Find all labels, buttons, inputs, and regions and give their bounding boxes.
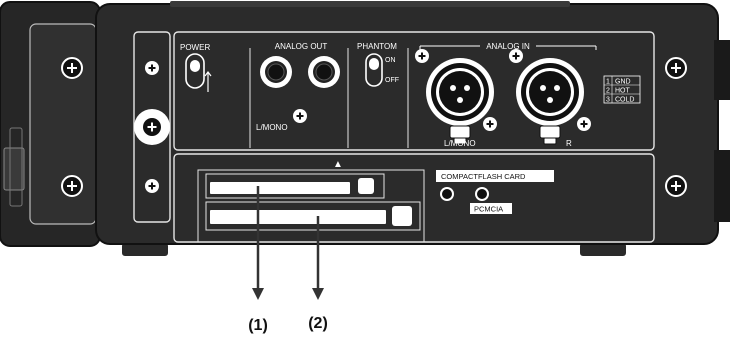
lmono-out-label: L/MONO bbox=[256, 123, 288, 132]
connector-panel bbox=[173, 31, 655, 151]
callout-arrow-1 bbox=[252, 186, 264, 300]
main-housing bbox=[95, 1, 730, 245]
analog-out-label: ANALOG OUT bbox=[275, 42, 328, 51]
screw bbox=[145, 179, 159, 193]
compactflash-slot[interactable] bbox=[210, 182, 350, 194]
analog-out-jack-left[interactable] bbox=[260, 56, 292, 88]
screw bbox=[61, 175, 83, 197]
screw bbox=[577, 117, 591, 131]
right-bracket bbox=[714, 40, 730, 100]
side-bracket bbox=[9, 127, 23, 207]
pin-name: GND bbox=[615, 79, 631, 86]
slot-frame bbox=[197, 169, 425, 243]
screw bbox=[665, 57, 687, 79]
screw bbox=[665, 175, 687, 197]
pin-name: HOT bbox=[615, 88, 631, 95]
analog-out-jack-right[interactable] bbox=[308, 56, 340, 88]
left-side-plate bbox=[29, 23, 97, 225]
xlr-latch-left[interactable] bbox=[449, 125, 471, 145]
compactflash-eject-button[interactable] bbox=[358, 178, 374, 194]
screw bbox=[145, 61, 159, 75]
phantom-switch[interactable] bbox=[365, 53, 383, 87]
screw bbox=[509, 49, 523, 63]
pin-name: COLD bbox=[615, 97, 634, 104]
screw bbox=[134, 109, 170, 145]
compactflash-led bbox=[440, 187, 454, 201]
xlr-latch-right[interactable] bbox=[539, 125, 561, 145]
r-label: R bbox=[566, 139, 572, 148]
eject-marker: ▲ bbox=[333, 159, 343, 170]
phantom-label: PHANTOM bbox=[357, 42, 397, 51]
lmono-in-label: L/MONO bbox=[444, 139, 476, 148]
pcmcia-eject-button[interactable] bbox=[392, 206, 412, 226]
pcmcia-label: PCMCIA bbox=[474, 205, 503, 214]
compactflash-label: COMPACTFLASH CARD bbox=[441, 172, 526, 181]
screws bbox=[61, 49, 687, 197]
screw bbox=[483, 117, 497, 131]
screw bbox=[415, 49, 429, 63]
phantom-on-label: ON bbox=[385, 57, 396, 64]
pin-table: 1 GND 2 HOT 3 COLD bbox=[603, 75, 641, 104]
analog-in-label: ANALOG IN bbox=[486, 42, 530, 51]
pcmcia-slot[interactable] bbox=[210, 210, 386, 224]
compactflash-label-box bbox=[436, 170, 554, 182]
left-side-unit bbox=[0, 1, 101, 247]
right-bracket bbox=[714, 150, 730, 222]
callout-arrow-2 bbox=[312, 216, 324, 300]
pin-number: 1 bbox=[606, 79, 610, 86]
power-switch[interactable] bbox=[185, 53, 212, 92]
pcmcia-slot-frame bbox=[205, 201, 421, 231]
xlr-input-right[interactable] bbox=[516, 58, 584, 126]
power-label: POWER bbox=[180, 43, 210, 52]
foot bbox=[580, 243, 626, 256]
pcmcia-led bbox=[475, 187, 489, 201]
phantom-off-label: OFF bbox=[385, 77, 399, 84]
callout-label-2: (2) bbox=[308, 315, 328, 332]
xlr-input-left[interactable] bbox=[426, 58, 494, 126]
pcmcia-label-box bbox=[470, 203, 512, 214]
pin-number: 2 bbox=[606, 88, 610, 95]
cf-slot-frame bbox=[205, 173, 385, 199]
pin-number: 3 bbox=[606, 97, 610, 104]
screw bbox=[293, 109, 307, 123]
side-connector bbox=[3, 147, 25, 191]
foot bbox=[122, 243, 168, 256]
callout-label-1: (1) bbox=[248, 317, 268, 334]
top-rail bbox=[170, 1, 570, 7]
screw bbox=[61, 57, 83, 79]
